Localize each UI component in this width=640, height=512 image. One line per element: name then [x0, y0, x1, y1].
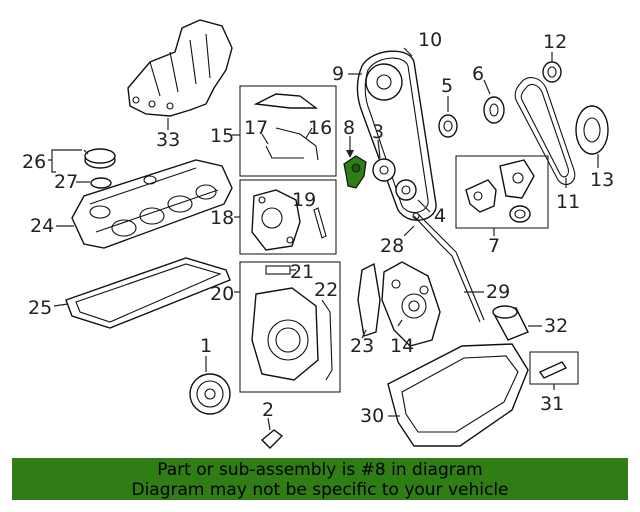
callout-15: 15 [210, 125, 234, 147]
callout-6: 6 [472, 63, 484, 85]
callout-32: 32 [544, 315, 568, 337]
box-15 [239, 85, 337, 177]
banner-line-1: Part or sub-assembly is #8 in diagram [157, 460, 483, 480]
upper-timing-cover [253, 93, 319, 161]
callout-9: 9 [332, 63, 344, 85]
callout-19: 19 [292, 189, 316, 211]
oil-filler-cap [48, 148, 116, 189]
balance-shaft-belt [514, 77, 576, 188]
drain-plug [538, 361, 568, 390]
callout-26: 26 [22, 151, 46, 173]
balancer-pulley [483, 79, 505, 124]
callout-11: 11 [556, 191, 580, 213]
callout-13: 13 [590, 169, 614, 191]
callout-33: 33 [156, 129, 180, 151]
callout-31: 31 [540, 393, 564, 415]
callout-2: 2 [262, 399, 274, 421]
callout-14: 14 [390, 335, 414, 357]
oil-pump [357, 261, 441, 347]
callout-23: 23 [350, 335, 374, 357]
box-20 [239, 261, 341, 393]
crank-sensor [260, 417, 284, 449]
callout-21: 21 [290, 261, 314, 283]
oil-pan [387, 343, 529, 447]
callout-1: 1 [200, 335, 212, 357]
timing-belt [348, 47, 437, 221]
crankshaft-pulley [189, 356, 231, 415]
callout-24: 24 [30, 215, 54, 237]
callout-29: 29 [486, 281, 510, 303]
callout-18: 18 [210, 207, 234, 229]
callout-17: 17 [244, 117, 268, 139]
balance-shaft-sprocket [542, 52, 562, 83]
callout-5: 5 [441, 75, 453, 97]
intake-manifold [127, 19, 233, 130]
tensioner-kit [465, 159, 535, 236]
valve-cover [56, 159, 233, 249]
callout-30: 30 [360, 405, 384, 427]
info-banner: Part or sub-assembly is #8 in diagram Di… [12, 458, 628, 500]
callout-4: 4 [434, 205, 446, 227]
callout-20: 20 [210, 283, 234, 305]
callout-16: 16 [308, 117, 332, 139]
idler-pulley [438, 96, 458, 138]
timing-belt-tensioner-highlighted [343, 136, 367, 189]
callout-7: 7 [488, 235, 500, 257]
oil-filter [492, 305, 542, 341]
callout-10: 10 [418, 29, 442, 51]
lower-timing-cover [251, 265, 333, 381]
callout-28: 28 [380, 235, 404, 257]
callout-3: 3 [372, 121, 384, 143]
box-7 [455, 155, 549, 229]
crank-sprocket [575, 105, 609, 168]
tensioner-pulley [372, 139, 431, 213]
callout-27: 27 [54, 171, 78, 193]
valve-cover-gasket [53, 257, 231, 329]
callout-22: 22 [314, 279, 338, 301]
callout-12: 12 [543, 31, 567, 53]
oil-dipstick [403, 212, 485, 323]
banner-line-2: Diagram may not be specific to your vehi… [131, 480, 509, 500]
callout-25: 25 [28, 297, 52, 319]
callout-8: 8 [343, 117, 355, 139]
middle-timing-cover [251, 189, 327, 251]
